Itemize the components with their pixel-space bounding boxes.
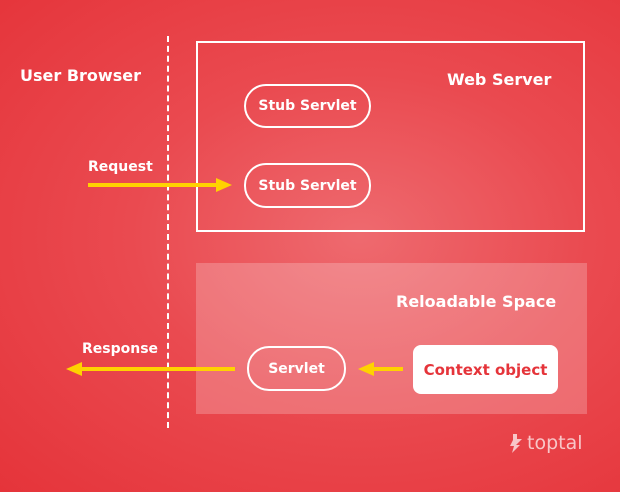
- response-label: Response: [82, 341, 159, 357]
- toptal-logo-text: toptal: [527, 432, 583, 454]
- stub-servlet-2: Stub Servlet: [244, 163, 371, 208]
- stub-servlet-1-label: Stub Servlet: [258, 98, 357, 114]
- response-arrow: [66, 362, 235, 376]
- context-object-box: Context object: [413, 345, 558, 394]
- toptal-logo-icon: [510, 434, 522, 453]
- stub-servlet-2-label: Stub Servlet: [258, 177, 357, 194]
- context-to-servlet-arrow: [358, 362, 403, 376]
- web-server-box: [196, 41, 585, 232]
- browser-server-divider: [167, 36, 169, 428]
- request-label: Request: [88, 159, 153, 175]
- request-arrow: [88, 178, 232, 192]
- context-object-label: Context object: [423, 360, 548, 379]
- stub-servlet-1: Stub Servlet: [244, 84, 371, 128]
- web-server-label: Web Server: [447, 70, 552, 89]
- servlet-node: Servlet: [247, 346, 346, 391]
- servlet-label: Servlet: [268, 360, 325, 377]
- toptal-logo: toptal: [507, 432, 583, 454]
- user-browser-label: User Browser: [20, 66, 141, 85]
- reloadable-space-label: Reloadable Space: [396, 292, 557, 311]
